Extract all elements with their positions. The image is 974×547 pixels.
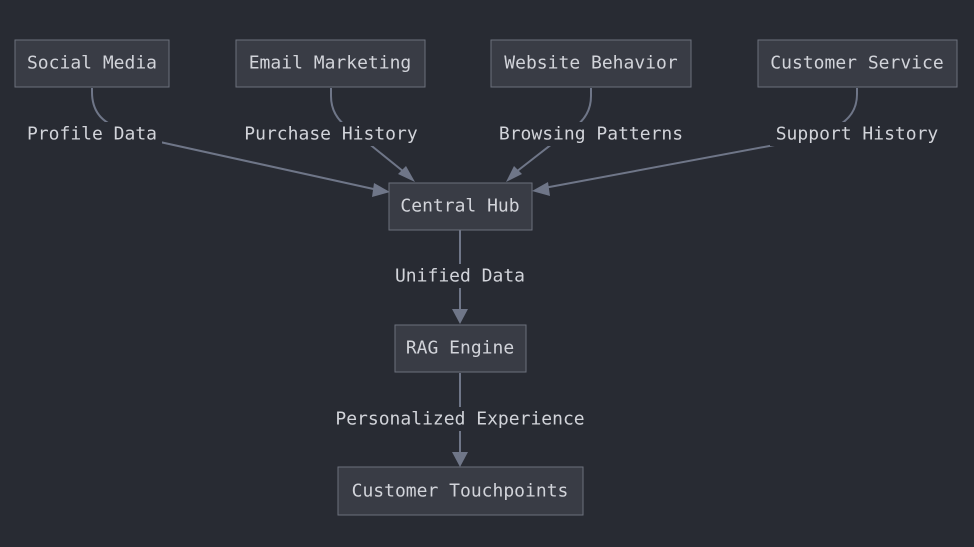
edge-label-support-history: Support History (770, 122, 944, 146)
edge-label-personalized-experience: Personalized Experience (328, 407, 592, 431)
edge-label-text: Browsing Patterns (499, 124, 683, 145)
node-label: RAG Engine (406, 338, 514, 359)
node-customer-touchpoints: Customer Touchpoints (337, 466, 584, 516)
node-label: Social Media (27, 53, 157, 74)
arrowhead (398, 166, 415, 182)
arrowhead (372, 183, 390, 197)
node-central-hub: Central Hub (388, 182, 533, 231)
edge-label-browsing-patterns: Browsing Patterns (493, 122, 689, 146)
node-email-marketing: Email Marketing (235, 39, 426, 88)
edge-label-text: Profile Data (27, 124, 157, 145)
edge-label-text: Personalized Experience (335, 409, 584, 430)
node-label: Email Marketing (249, 53, 412, 74)
node-rag-engine: RAG Engine (394, 324, 527, 373)
arrowhead (506, 166, 522, 182)
edge-label-text: Unified Data (395, 266, 525, 287)
node-label: Customer Service (770, 53, 943, 74)
node-website-behavior: Website Behavior (490, 39, 692, 88)
node-label: Website Behavior (504, 53, 678, 74)
arrowhead (452, 452, 468, 467)
node-customer-service: Customer Service (757, 39, 958, 88)
edge-label-text: Purchase History (244, 124, 418, 145)
arrowhead (532, 182, 550, 196)
arrowhead (452, 309, 468, 324)
edge-label-profile-data: Profile Data (22, 122, 162, 146)
edge-label-unified-data: Unified Data (390, 264, 530, 288)
edge-label-text: Support History (776, 124, 939, 145)
edge-label-purchase-history: Purchase History (238, 122, 424, 146)
node-label: Customer Touchpoints (352, 481, 569, 502)
node-social-media: Social Media (14, 39, 170, 88)
node-label: Central Hub (400, 196, 519, 217)
